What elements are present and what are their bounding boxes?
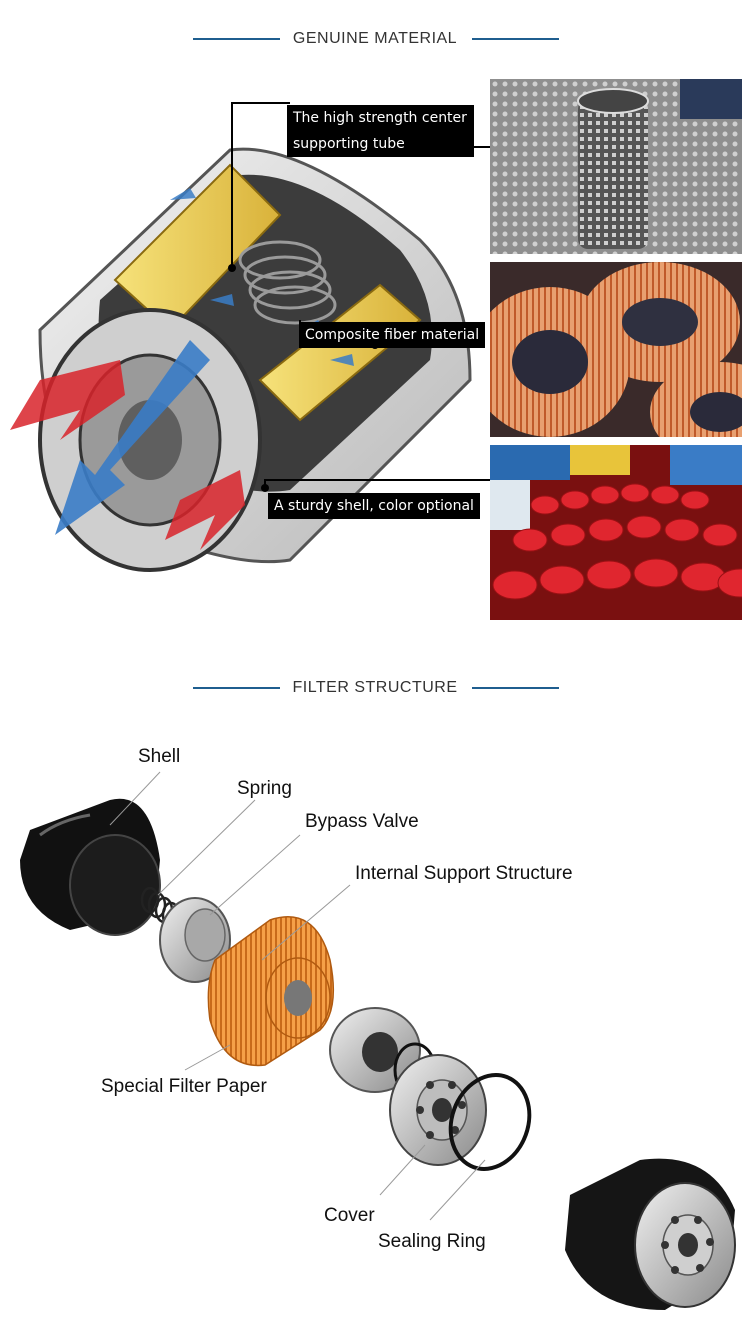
callout-composite-fiber: Composite fiber material [299, 322, 486, 348]
callout-sturdy-shell: A sturdy shell, color optional [268, 493, 480, 519]
bypass-valve-part [159, 897, 231, 983]
callout-center-tube: The high strength center supporting tube [287, 105, 474, 157]
base-plate-part [389, 1054, 487, 1166]
filter-paper-bottom [258, 283, 422, 422]
filter-paper-part [207, 916, 335, 1067]
cutaway-filter-illustration [10, 102, 490, 572]
label-internal-support: Internal Support Structure [355, 863, 573, 884]
section-title-genuine-material: GENUINE MATERIAL [292, 30, 458, 47]
red-flow-arrow-left [10, 360, 125, 440]
label-special-filter-paper: Special Filter Paper [101, 1076, 267, 1097]
assembled-filter-part [565, 1158, 736, 1310]
cover-plate-part [329, 1007, 421, 1093]
section-divider-left-2 [193, 687, 280, 689]
part-leaders [109, 771, 486, 1221]
center-tube-photo [490, 79, 742, 254]
section-divider-left [193, 38, 280, 40]
label-shell: Shell [138, 746, 181, 767]
pleated-paper-photo [490, 262, 742, 437]
blue-flow-arrow [55, 340, 210, 535]
label-sealing-ring: Sealing Ring [378, 1231, 486, 1252]
callout-center-tube-line2: supporting tube [293, 136, 405, 152]
label-bypass-valve: Bypass Valve [305, 811, 419, 832]
section-title-filter-structure: FILTER STRUCTURE [292, 679, 458, 696]
spring-coil [238, 240, 337, 325]
shell-part [20, 798, 161, 936]
callout-center-tube-line1: The high strength center [293, 110, 467, 126]
section-divider-right [472, 38, 559, 40]
red-flow-arrow-right [165, 470, 245, 550]
label-cover: Cover [324, 1205, 375, 1226]
label-spring: Spring [237, 778, 292, 799]
red-caps-photo [490, 445, 742, 620]
sealing-ring-part [448, 1073, 532, 1171]
section-divider-right-2 [472, 687, 559, 689]
